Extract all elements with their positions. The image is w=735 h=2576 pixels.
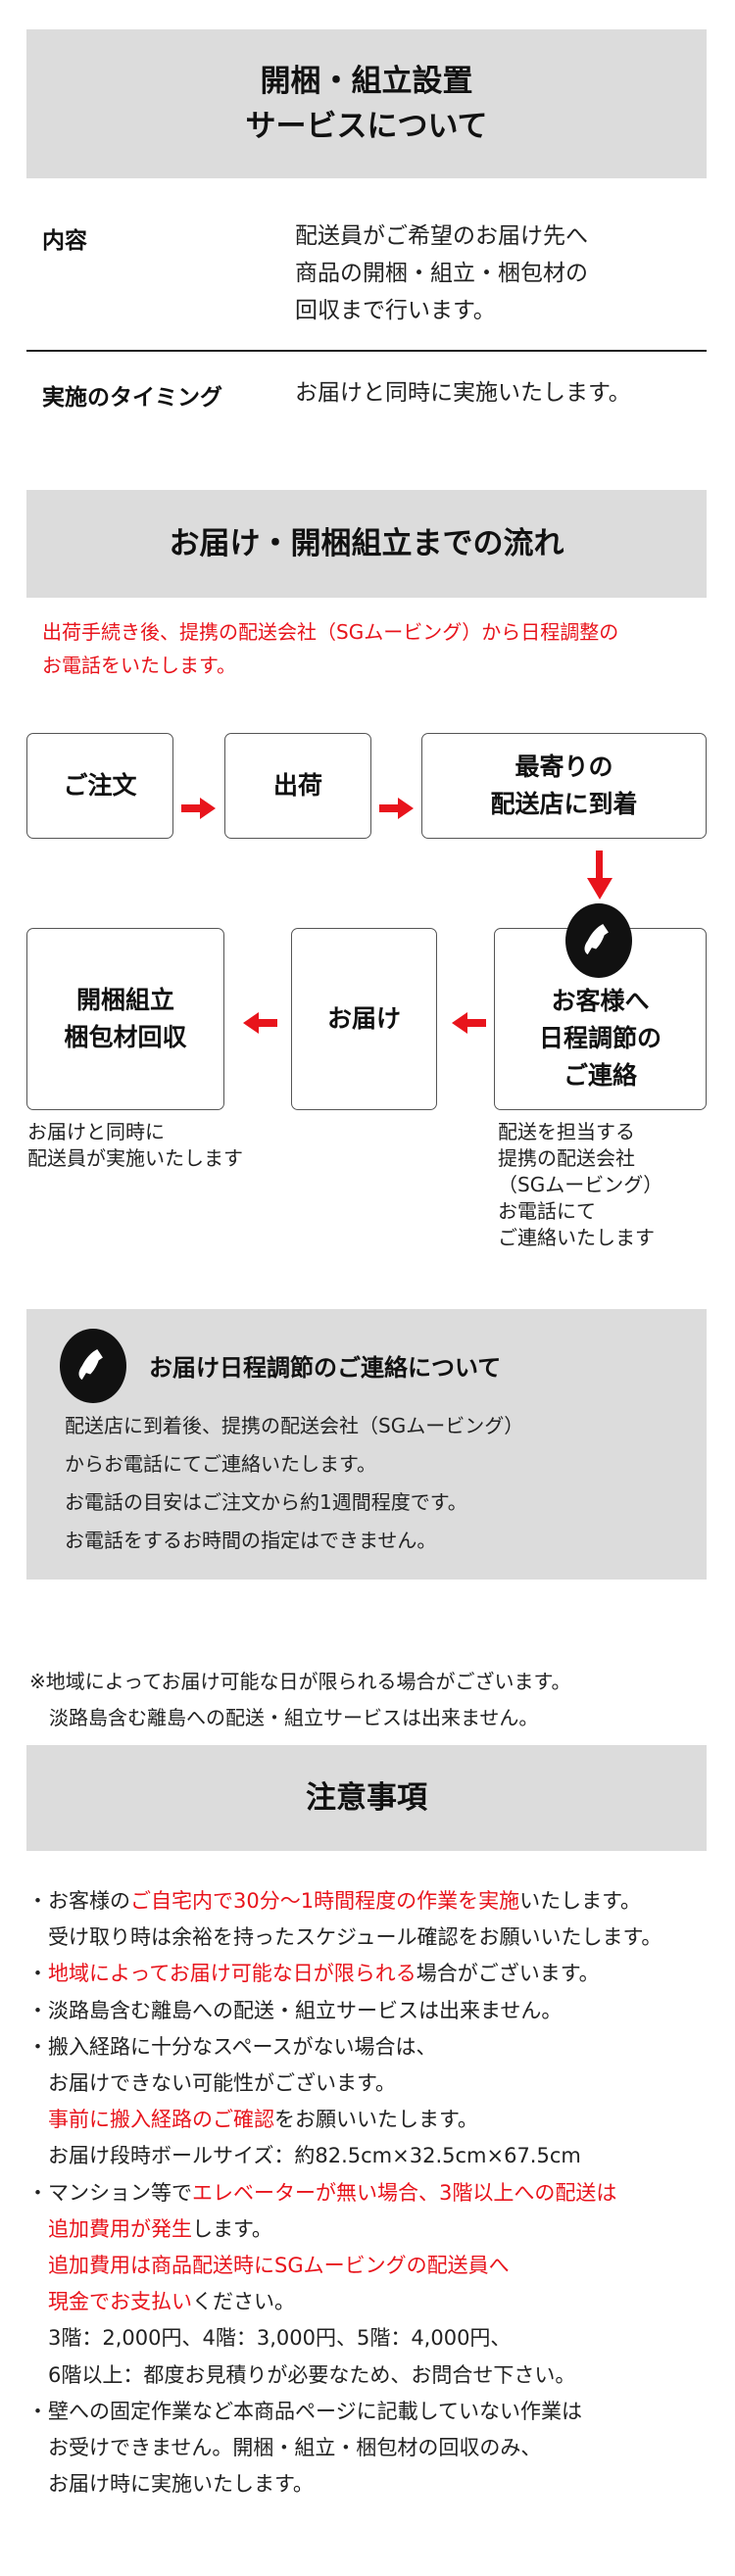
- section-header-service: 開梱・組立設置 サービスについて: [26, 29, 707, 178]
- text-segment: ・淡路島含む離島への配送・組立サービスは出来ません。: [27, 1998, 563, 2022]
- caution-line: 事前に搬入経路のご確認をお願いいたします。: [27, 2102, 478, 2138]
- caution-line: お受けできません。開梱・組立・梱包材の回収のみ、: [27, 2430, 541, 2466]
- row-value-timing: お届けと同時に実施いたします。: [295, 380, 631, 406]
- step-order: ご注文: [26, 733, 173, 839]
- caution-line: お届け時に実施いたします。: [27, 2466, 314, 2503]
- step-arrive-depot: 最寄りの配送店に到着: [421, 733, 707, 839]
- text-segment: 3階：2,000円、4階：3,000円、5階：4,000円、: [27, 2326, 512, 2351]
- caution-line: お届けできない可能性がございます。: [27, 2066, 396, 2102]
- caution-line: ・マンション等でエレベーターが無い場合、3階以上への配送は: [27, 2175, 616, 2211]
- contact-body: 配送店に到着後、提携の配送会社（SGムービング）からお電話にてご連絡いたします。…: [65, 1414, 524, 1552]
- caption-delivery: お届けと同時に配送員が実施いたします: [27, 1120, 243, 1170]
- arrow-right-icon: [398, 798, 414, 819]
- text-segment: ・お客様の: [27, 1889, 130, 1913]
- text-segment: ・壁への固定作業など本商品ページに記載していない作業は: [27, 2399, 582, 2423]
- arrow-down-icon: [596, 851, 603, 880]
- arrow-right-icon: [379, 804, 399, 812]
- arrow-left-icon: [452, 1012, 467, 1034]
- caution-line: 追加費用は商品配送時にSGムービングの配送員へ: [27, 2248, 510, 2284]
- caution-line: お届け段時ボールサイズ：約82.5cm×32.5cm×67.5cm: [27, 2138, 581, 2174]
- row-label-content: 内容: [42, 228, 87, 254]
- highlight-text: ご自宅内で30分～1時間程度の作業を実施: [130, 1889, 520, 1913]
- text-segment: ・: [27, 1962, 48, 1986]
- caution-line: ・地域によってお届け可能な日が限られる場合がございます。: [27, 1956, 600, 1992]
- arrow-left-icon: [258, 1019, 277, 1027]
- divider: [26, 350, 707, 352]
- caution-line: 6階以上：都度お見積りが必要なため、お問合せ下さい。: [27, 2357, 575, 2394]
- highlight-text: 現金でお支払い: [48, 2290, 192, 2314]
- text-line: 商品の開梱・組立・梱包材の: [295, 261, 588, 286]
- caution-line: 現金でお支払いください。: [27, 2284, 295, 2320]
- step-unpack-assemble: 開梱組立梱包材回収: [26, 928, 224, 1110]
- highlight-text: 事前に搬入経路のご確認: [48, 2108, 274, 2132]
- text-segment: お届け時に実施いたします。: [27, 2472, 314, 2497]
- text-segment: [27, 2254, 48, 2277]
- text-segment: ・マンション等で: [27, 2180, 192, 2205]
- highlight-text: 追加費用が発生: [48, 2216, 192, 2241]
- text-segment: お届けできない可能性がございます。: [27, 2071, 396, 2095]
- text-segment: 場合がございます。: [416, 1962, 600, 1986]
- arrow-left-icon: [243, 1012, 259, 1034]
- caution-line: 受け取り時は余裕を持ったスケジュール確認をお願いいたします。: [27, 1920, 662, 1956]
- highlight-text: 追加費用は商品配送時にSGムービングの配送員へ: [48, 2254, 510, 2277]
- text-segment: ください。: [192, 2290, 295, 2314]
- contact-title: お届け日程調節のご連絡について: [149, 1354, 502, 1382]
- text-segment: [27, 2108, 48, 2131]
- arrow-right-icon: [181, 804, 201, 812]
- flow-intro: 出荷手続き後、提携の配送会社（SGムービング）から日程調整の お電話をいたします…: [42, 615, 618, 682]
- arrow-right-icon: [200, 798, 216, 819]
- text-line: 回収まで行います。: [295, 298, 496, 323]
- section-title: 開梱・組立設置: [260, 64, 473, 99]
- text-segment: いたします。: [519, 1889, 641, 1913]
- highlight-text: エレベーターが無い場合、3階以上への配送は: [192, 2180, 617, 2205]
- caution-line: ・搬入経路に十分なスペースがない場合は、: [27, 2029, 436, 2066]
- text-segment: 6階以上：都度お見積りが必要なため、お問合せ下さい。: [27, 2362, 576, 2387]
- section-header-flow: お届け・開梱組立までの流れ: [26, 490, 707, 598]
- text-segment: 受け取り時は余裕を持ったスケジュール確認をお願いいたします。: [27, 1925, 662, 1950]
- text-segment: します。: [192, 2216, 272, 2241]
- caution-line: ・壁への固定作業など本商品ページに記載していない作業は: [27, 2394, 582, 2430]
- text-segment: [27, 2290, 48, 2313]
- step-delivery: お届け: [291, 928, 437, 1110]
- phone-icon: [60, 1329, 126, 1403]
- text-segment: をお願いいたします。: [274, 2108, 478, 2132]
- caution-line: 追加費用が発生します。: [27, 2211, 272, 2248]
- caption-contact: 配送を担当する提携の配送会社（SGムービング）お電話にてご連絡いたします: [498, 1120, 663, 1249]
- row-value-content: 配送員がご希望のお届け先へ 商品の開梱・組立・梱包材の 回収まで行います。: [295, 218, 588, 329]
- text-line: 配送員がご希望のお届け先へ: [295, 223, 588, 249]
- caution-line: ・淡路島含む離島への配送・組立サービスは出来ません。: [27, 1993, 562, 2029]
- highlight-text: 地域によってお届け可能な日が限られる: [48, 1962, 416, 1986]
- text-segment: [27, 2217, 48, 2241]
- contact-panel: お届け日程調節のご連絡について 配送店に到着後、提携の配送会社（SGムービング）…: [26, 1309, 707, 1580]
- notes: ※地域によってお届け可能な日が限られる場合がございます。 淡路島含む離島への配送…: [29, 1670, 571, 1729]
- section-title: サービスについて: [245, 109, 488, 144]
- phone-icon: [565, 903, 632, 978]
- caution-line: ・お客様のご自宅内で30分～1時間程度の作業を実施いたします。: [27, 1883, 641, 1920]
- text-line: 出荷手続き後、提携の配送会社（SGムービング）から日程調整の: [42, 620, 619, 644]
- text-segment: お届け段時ボールサイズ：約82.5cm×32.5cm×67.5cm: [27, 2144, 581, 2168]
- caution-line: 3階：2,000円、4階：3,000円、5階：4,000円、: [27, 2320, 511, 2357]
- step-shipping: 出荷: [224, 733, 371, 839]
- arrow-down-icon: [587, 878, 612, 899]
- row-label-timing: 実施のタイミング: [42, 385, 222, 411]
- text-segment: ・搬入経路に十分なスペースがない場合は、: [27, 2034, 437, 2059]
- section-header-caution: 注意事項: [26, 1745, 707, 1851]
- arrow-left-icon: [466, 1019, 486, 1027]
- text-line: お電話をいたします。: [42, 654, 236, 677]
- text-segment: お受けできません。開梱・組立・梱包材の回収のみ、: [27, 2436, 542, 2459]
